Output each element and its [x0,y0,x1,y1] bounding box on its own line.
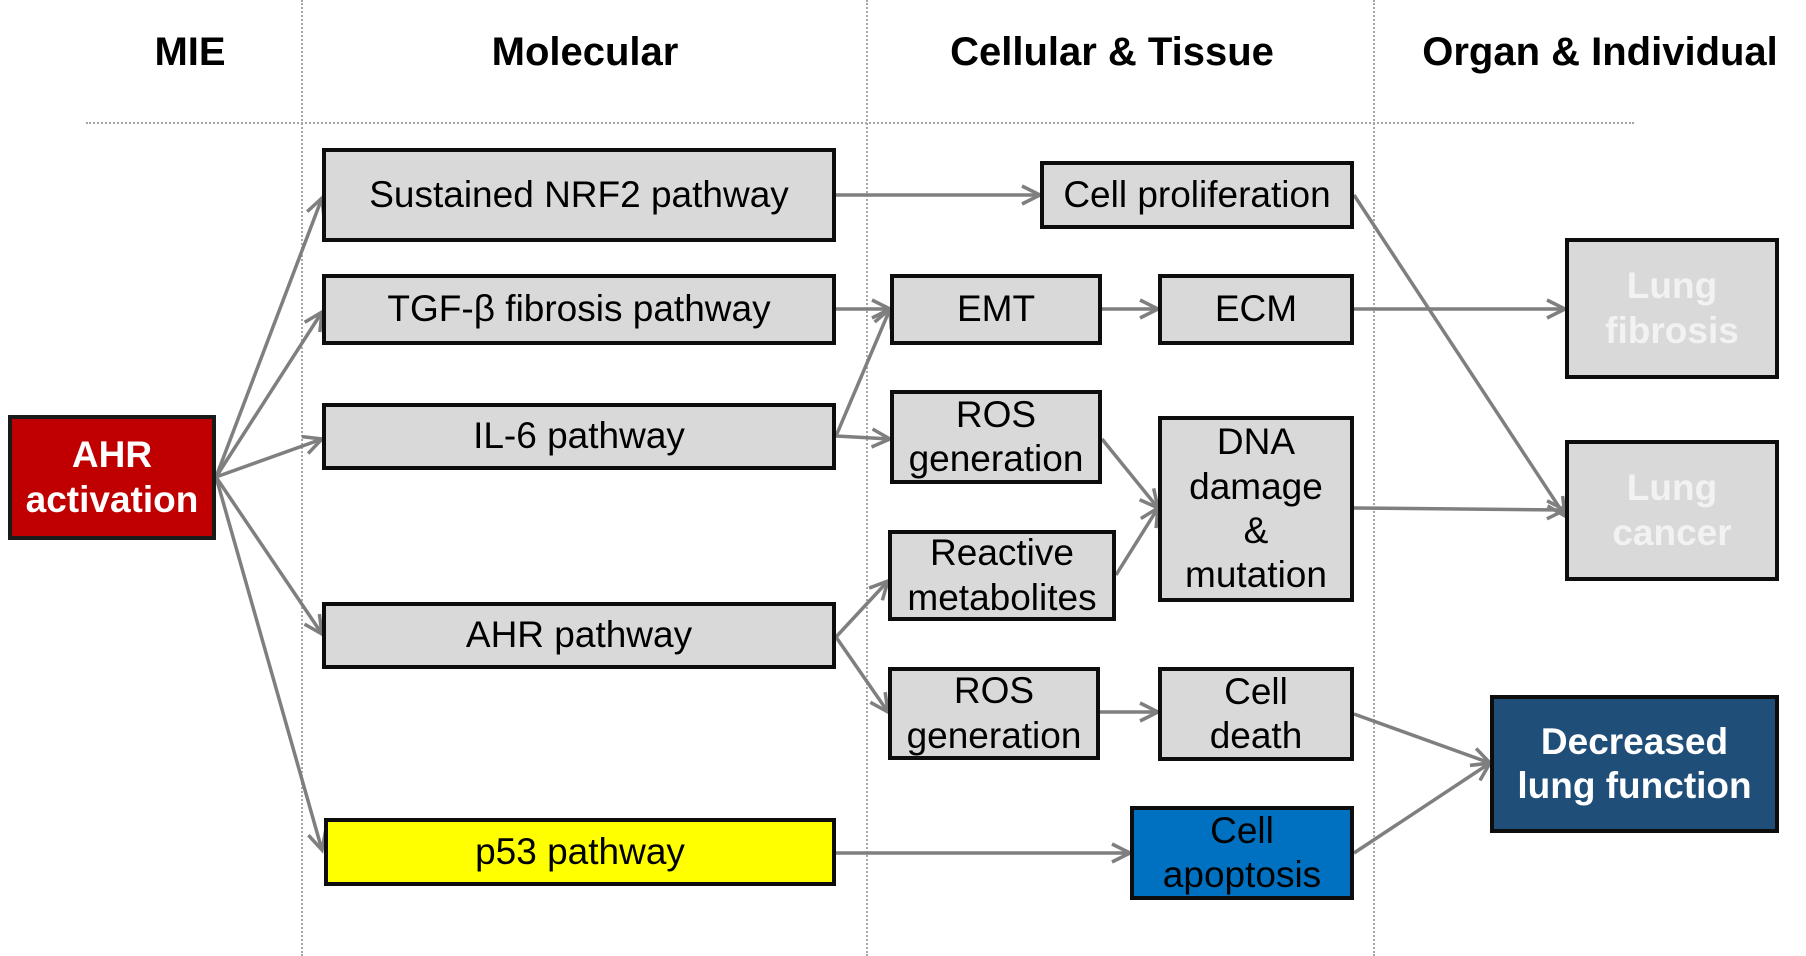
node-lung-cancer-label: Lung cancer [1612,467,1732,553]
arrow-ahr-to-nrf2 [214,194,326,478]
node-lung-fibrosis: Lung fibrosis [1565,238,1779,379]
node-reactive-metabolites: Reactive metabolites [888,530,1116,621]
header-organ-individual: Organ & Individual [1422,30,1778,74]
node-ahr-activation: AHR activation [8,415,216,540]
header-mie: MIE [154,30,226,74]
node-ahr-pathway-label: AHR pathway [465,614,693,656]
node-ecm-label: ECM [1214,288,1298,330]
arrow-ahr-to-p53 [214,476,328,854]
node-lung-fibrosis-label: Lung fibrosis [1605,265,1739,351]
node-dna-damage: DNA damage & mutation [1158,416,1354,602]
node-cell-proliferation: Cell proliferation [1040,161,1354,229]
node-decreased-lung-function: Decreased lung function [1490,695,1779,833]
node-ecm: ECM [1158,274,1354,345]
node-decreased-lung-function-label: Decreased lung function [1517,720,1752,806]
node-emt: EMT [890,274,1102,345]
node-ros-generation-1-label: ROS generation [908,393,1084,479]
node-reactive-metabolites-label: Reactive metabolites [907,532,1097,618]
node-cell-proliferation-label: Cell proliferation [1063,173,1331,215]
node-ros-generation-2-label: ROS generation [906,670,1082,756]
node-ros-generation-2: ROS generation [888,667,1100,760]
arrow-reactive-metabolites-to-dna-damage [1114,504,1161,576]
arrow-il6-to-ros-1 [835,427,894,449]
arrow-ahr-to-il6 [215,434,326,479]
arrow-cell-death-to-decreased-function [1353,712,1494,768]
column-divider-cellular-organ [1373,0,1375,956]
node-cell-apoptosis-label: Cell apoptosis [1162,809,1322,895]
arrow-ros-1-to-dna-damage [1100,437,1161,512]
node-emt-label: EMT [956,288,1036,330]
node-cell-death-label: Cell death [1209,670,1303,756]
arrow-dna-damage-to-lung-cancer [1353,499,1569,521]
header-molecular: Molecular [491,30,679,74]
arrow-cell-proliferation-to-lung-cancer [1352,194,1568,520]
arrow-ahr-to-ahr-pathway [214,476,325,638]
node-tgfb-pathway-label: TGF-β fibrosis pathway [387,288,771,330]
node-cell-death: Cell death [1158,667,1354,761]
node-ahr-activation-label: AHR activation [25,434,199,520]
node-tgfb-pathway: TGF-β fibrosis pathway [322,274,836,345]
arrow-il6-to-emt [834,305,893,437]
header-divider [86,122,1634,124]
node-nrf2-pathway: Sustained NRF2 pathway [322,148,836,242]
arrow-ahr-pathway-to-reactive-metabolites [834,578,891,639]
arrow-ahr-to-tgfb [214,308,325,478]
node-cell-apoptosis: Cell apoptosis [1130,806,1354,900]
node-lung-cancer: Lung cancer [1565,440,1779,581]
column-divider-mie-molecular [301,0,303,956]
node-dna-damage-label: DNA damage & mutation [1185,421,1327,596]
header-cellular-tissue: Cellular & Tissue [950,30,1274,74]
node-il6-pathway-label: IL-6 pathway [473,415,685,457]
node-ahr-pathway: AHR pathway [322,602,836,669]
arrow-ahr-pathway-to-ros-2 [834,636,891,716]
arrow-apoptosis-to-decreased-function [1353,760,1494,855]
node-p53-pathway-label: p53 pathway [475,830,685,872]
node-nrf2-pathway-label: Sustained NRF2 pathway [369,173,789,215]
node-il6-pathway: IL-6 pathway [322,403,836,470]
node-ros-generation-1: ROS generation [890,390,1102,484]
node-p53-pathway: p53 pathway [324,818,836,886]
column-divider-molecular-cellular [866,0,868,956]
